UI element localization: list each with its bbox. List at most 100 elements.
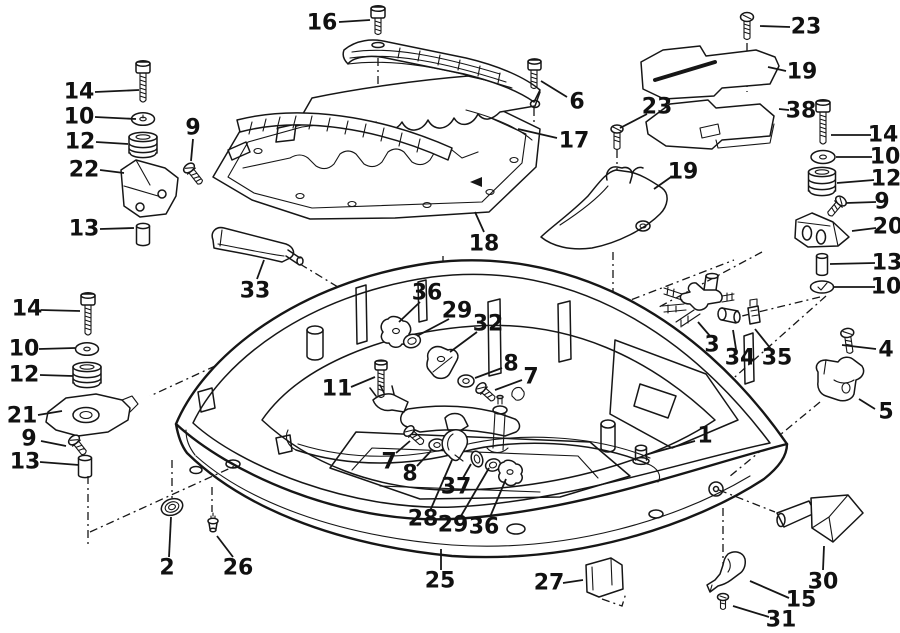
leader-line-32-37 <box>449 331 478 353</box>
callout-23-11: 23 <box>791 15 822 40</box>
leader-line-13-6 <box>99 227 135 230</box>
leader-line-26-50 <box>216 535 234 558</box>
leader-line-23-11 <box>759 25 791 28</box>
callout-12-18: 12 <box>871 167 900 192</box>
leader-line-5-27 <box>858 398 876 410</box>
leader-line-6-7 <box>540 80 568 98</box>
leader-line-10-2 <box>94 116 137 120</box>
leader-line-29-45 <box>460 467 490 517</box>
callout-10-2: 10 <box>64 105 95 130</box>
bottom-parts <box>160 226 864 611</box>
leader-line-7-41 <box>395 440 411 454</box>
leader-line-34-24 <box>732 329 737 350</box>
callout-1-40: 1 <box>697 424 712 449</box>
callout-30-51: 30 <box>808 570 839 595</box>
callout-9-32: 9 <box>21 427 36 452</box>
callout-10-29: 10 <box>9 337 40 362</box>
callout-25-47: 25 <box>425 569 456 594</box>
leader-line-8-38 <box>474 367 503 379</box>
leader-line-19-15 <box>653 176 672 190</box>
arrow-icon <box>470 177 482 187</box>
leader-line-21-31 <box>37 410 63 416</box>
leader-line-10-29 <box>38 347 76 350</box>
callout-2-49: 2 <box>159 556 174 581</box>
callout-28-44: 28 <box>408 507 439 532</box>
callout-36-35: 36 <box>412 281 443 306</box>
leader-line-13-33 <box>39 461 80 466</box>
leader-line-12-18 <box>836 179 875 184</box>
callout-27-48: 27 <box>534 571 565 596</box>
leader-line-14-1 <box>94 89 140 93</box>
top-right-covers <box>540 45 780 250</box>
leader-line-28-44 <box>429 459 453 512</box>
callout-13-33: 13 <box>10 450 41 475</box>
leader-line-18-9 <box>474 211 485 233</box>
callout-5-27: 5 <box>878 400 893 425</box>
leader-line-1-40 <box>644 440 696 456</box>
callout-11-34: 11 <box>322 377 353 402</box>
leader-line-37-43 <box>462 463 472 479</box>
leader-line-17-8 <box>517 128 558 139</box>
leader-line-13-21 <box>829 262 876 265</box>
leader-line-9-19 <box>845 201 877 204</box>
leader-line-22-4 <box>99 169 125 174</box>
leader-line-16-0 <box>338 19 371 23</box>
callout-15-52: 15 <box>786 588 817 613</box>
leader-line-36-35 <box>398 301 421 323</box>
callout-23-13: 23 <box>642 95 673 120</box>
callout-12-30: 12 <box>9 363 40 388</box>
callout-9-19: 9 <box>874 190 889 215</box>
exhaust-cover-assembly <box>212 39 541 220</box>
mount-stack-top-left <box>120 59 203 247</box>
fuel-connector-group <box>661 272 761 328</box>
callout-7-41: 7 <box>381 450 396 475</box>
callout-34-24: 34 <box>725 346 756 371</box>
callout-22-4: 22 <box>69 158 100 183</box>
callout-26-50: 26 <box>223 556 254 581</box>
callout-38-14: 38 <box>786 99 817 124</box>
leader-line-3-23 <box>697 321 711 337</box>
mount-stack-left <box>45 291 139 479</box>
callout-37-43: 37 <box>441 475 472 500</box>
callout-31-53: 31 <box>766 608 797 633</box>
leader-line-7-39 <box>494 379 523 391</box>
leader-line-19-12 <box>767 66 787 72</box>
callout-3-23: 3 <box>704 333 719 358</box>
callout-6-7: 6 <box>569 90 584 115</box>
leader-line-11-34 <box>350 376 376 388</box>
leader-line-38-14 <box>778 108 790 111</box>
callout-19-15: 19 <box>668 160 699 185</box>
center-hardware <box>374 315 650 487</box>
leader-line-2-49 <box>168 516 172 558</box>
callout-21-31: 21 <box>7 404 38 429</box>
leader-line-9-32 <box>40 440 67 447</box>
callout-33-10: 33 <box>240 279 271 304</box>
callout-10-17: 10 <box>870 145 900 170</box>
callout-29-45: 29 <box>438 513 469 538</box>
leader-line-4-26 <box>841 344 877 350</box>
callout-8-38: 8 <box>503 352 518 377</box>
callout-9-5: 9 <box>185 116 200 141</box>
leader-line-30-51 <box>822 545 825 571</box>
leader-line-29-36 <box>416 318 450 337</box>
callout-13-21: 13 <box>872 251 900 276</box>
callout-7-39: 7 <box>523 365 538 390</box>
leader-line-27-48 <box>562 579 584 584</box>
callout-10-22: 10 <box>871 275 900 300</box>
callout-32-37: 32 <box>473 312 504 337</box>
callout-8-42: 8 <box>402 462 417 487</box>
leader-line-35-25 <box>754 328 772 350</box>
callout-18-9: 18 <box>469 232 500 257</box>
callout-14-1: 14 <box>64 80 95 105</box>
callout-4-26: 4 <box>878 338 893 363</box>
callout-13-6: 13 <box>69 217 100 242</box>
callout-12-3: 12 <box>65 130 96 155</box>
callout-14-16: 14 <box>868 123 899 148</box>
leader-line-31-53 <box>732 605 770 618</box>
callout-14-28: 14 <box>12 297 43 322</box>
callout-20-20: 20 <box>873 215 900 240</box>
callout-35-25: 35 <box>762 346 793 371</box>
leader-line-33-10 <box>256 259 265 280</box>
